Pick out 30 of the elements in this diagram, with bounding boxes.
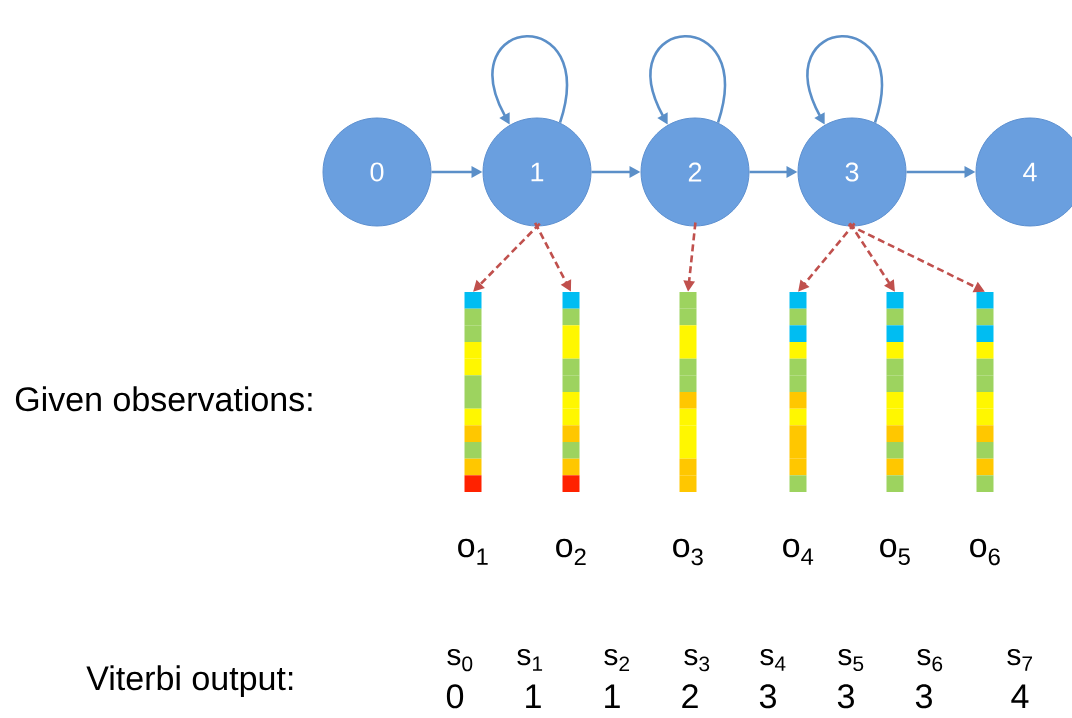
state-value: 1 xyxy=(605,684,620,708)
observation-bar xyxy=(789,292,807,492)
state-label: s$_{3}$ xyxy=(684,648,710,672)
observation-label: o$_{4}$ xyxy=(783,538,814,565)
observation-label: o$_{1}$ xyxy=(458,538,488,565)
observation-label: o$_{3}$ xyxy=(673,538,703,566)
observation-label: o$_{2}$ xyxy=(556,538,586,566)
state-value: 3 xyxy=(759,684,776,709)
observation-bar xyxy=(679,292,697,492)
observation-bar xyxy=(562,292,580,492)
state-value: 3 xyxy=(915,684,932,709)
state-label: s$_{6}$ xyxy=(917,648,943,672)
observation-label: o$_{5}$ xyxy=(880,538,910,566)
state-label: s$_{4}$ xyxy=(760,648,786,671)
state-label: s$_{2}$ xyxy=(604,648,630,672)
state-label: s$_{1}$ xyxy=(517,648,543,671)
observation-label: o$_{6}$ xyxy=(970,538,1000,566)
observation-bar xyxy=(886,292,904,492)
state-value: 3 xyxy=(837,684,854,709)
state-label: s$_{5}$ xyxy=(838,648,864,672)
observation-bar xyxy=(976,292,994,492)
state-label: s$_{7}$ xyxy=(1007,648,1033,671)
state-value: 2 xyxy=(682,684,698,708)
state-value: 0 xyxy=(446,684,464,709)
state-value: 4 xyxy=(1011,684,1029,708)
row-label: Viterbi output: xyxy=(86,665,293,698)
state-label: s$_{0}$ xyxy=(447,648,473,672)
observation-bar xyxy=(464,292,482,492)
state-value: 1 xyxy=(526,684,541,708)
row-label: Given observations: xyxy=(15,386,312,412)
